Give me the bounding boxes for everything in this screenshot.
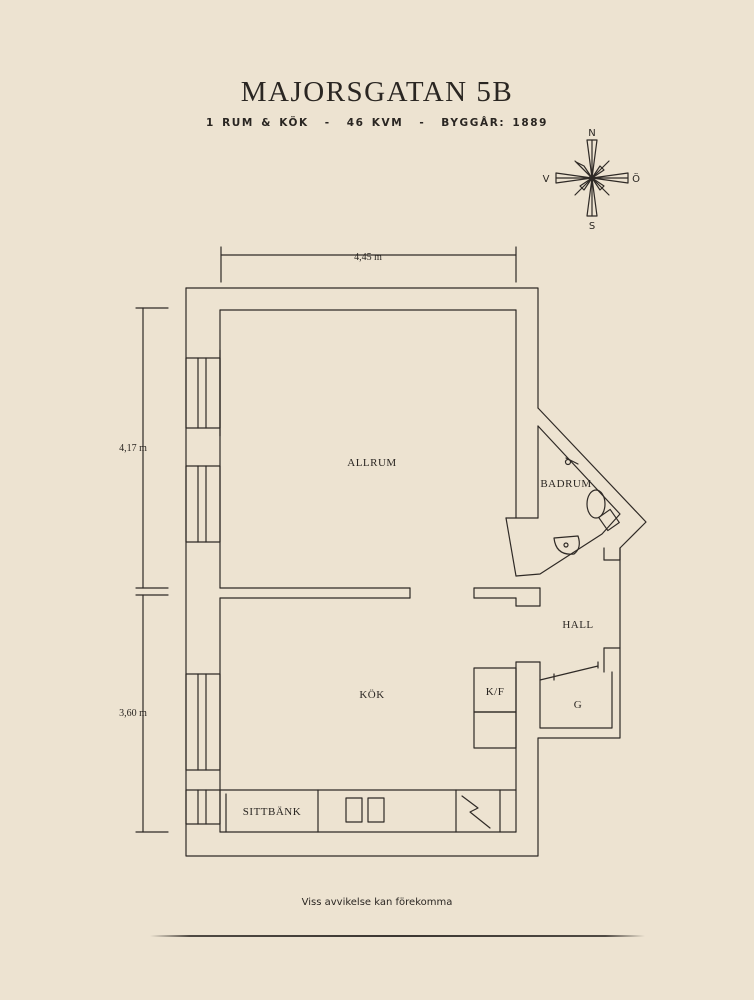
compass-south: S (589, 221, 595, 232)
toilet-icon (586, 489, 620, 532)
windows (185, 349, 221, 825)
shower-icon (564, 457, 579, 466)
compass-north: N (588, 128, 595, 139)
area: 46 KVM (346, 117, 404, 129)
property-summary: 1 RUM & KÖK - 46 KVM - BYGGÅR: 1889 (0, 117, 754, 129)
dimension-lower-height (135, 594, 169, 833)
dimension-upper-height (135, 307, 169, 589)
room-label-badrum: BADRUM (540, 478, 591, 490)
dimension-width (220, 246, 517, 283)
kitchen-counter (225, 789, 501, 833)
room-label-sittbank: SITTBÄNK (243, 806, 301, 818)
sink-icon (553, 535, 580, 555)
compass-west: V (543, 174, 550, 185)
room-label-kf: K/F (486, 686, 505, 698)
room-label-g: G (574, 699, 582, 711)
disclaimer-text: Viss avvikelse kan förekomma (301, 897, 453, 908)
build-year: BYGGÅR: 1889 (441, 117, 549, 129)
page-title: MAJORSGATAN 5B (240, 76, 514, 108)
room-label-allrum: ALLRUM (347, 457, 396, 469)
stove-icon (461, 795, 491, 829)
separator: - (419, 117, 426, 129)
compass-east: Ö (632, 172, 640, 185)
room-label-kok: KÖK (359, 689, 384, 701)
dimension-label-width: 4,45 m (354, 252, 382, 263)
footer-divider (150, 935, 645, 937)
room-count: 1 RUM & KÖK (205, 117, 309, 129)
compass-rose-icon (555, 139, 629, 217)
fridge-freezer (473, 667, 517, 749)
dimension-label-upper-height: 4,17 m (119, 443, 147, 454)
dimension-label-lower-height: 3,60 m (119, 708, 147, 719)
walls (185, 287, 647, 857)
room-label-hall: HALL (562, 619, 593, 631)
separator: - (324, 117, 331, 129)
